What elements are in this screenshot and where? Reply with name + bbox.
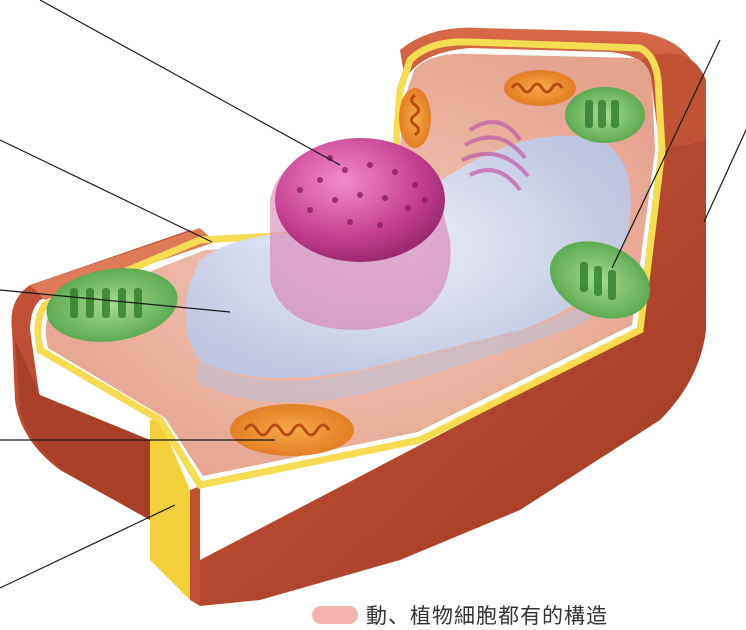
caption-text: 動、植物細胞都有的構造 [366, 604, 608, 628]
leader-line-nucleus [39, 0, 341, 166]
leader-line-cell-wall [0, 504, 176, 589]
cell-membrane [34, 38, 666, 489]
figure-caption: 動、植物細胞都有的構造 [312, 604, 608, 628]
mitochondrion [230, 70, 576, 456]
cell-wall [11, 27, 706, 606]
leader-line-cell-membrane [703, 129, 746, 223]
caption-marker [312, 606, 358, 624]
leader-line-vacuole [0, 289, 231, 313]
golgi-apparatus [461, 120, 530, 192]
chloroplast [46, 87, 651, 342]
leader-line-chloroplast [611, 39, 721, 269]
nucleus [270, 138, 451, 330]
leader-line-cytoplasm [0, 139, 213, 243]
